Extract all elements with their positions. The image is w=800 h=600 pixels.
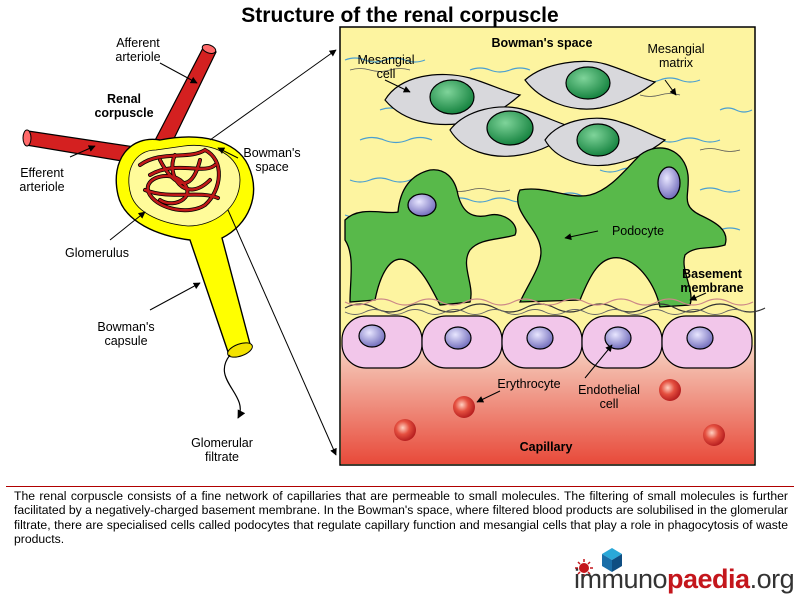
- glomerulus-tuft: [138, 147, 221, 213]
- zoom-lines: [209, 49, 337, 456]
- label-bowmans-space-right: Bowman's space: [491, 36, 593, 50]
- label-endothelial-cell: Endothelial cell: [578, 383, 640, 411]
- erythrocytes: [394, 379, 725, 446]
- label-efferent-arteriole: Efferent arteriole: [19, 166, 65, 194]
- label-podocyte: Podocyte: [611, 224, 665, 238]
- caption-text: The renal corpuscle consists of a fine n…: [14, 489, 788, 547]
- mesangial-cells: [384, 60, 667, 167]
- label-mesangial-matrix: Mesangial matrix: [647, 42, 705, 70]
- label-afferent-arteriole: Afferent arteriole: [115, 36, 161, 64]
- label-erythrocyte: Erythrocyte: [497, 377, 561, 391]
- label-glomerular-filtrate: Glomerular filtrate: [191, 436, 253, 464]
- label-renal-corpuscle: Renal corpuscle: [94, 92, 154, 120]
- podocytes: [344, 147, 727, 308]
- immunopaedia-logo[interactable]: immunopaedia.org: [566, 548, 796, 598]
- endothelial-cells: [341, 315, 753, 369]
- left-pointer-arrows: [69, 62, 239, 311]
- label-bowmans-capsule: Bowman's capsule: [97, 320, 155, 348]
- label-basement-membrane: Basement membrane: [680, 267, 744, 295]
- label-glomerulus: Glomerulus: [65, 246, 129, 260]
- right-pointer-arrows: [384, 79, 707, 403]
- label-capillary: Capillary: [519, 440, 573, 454]
- bowmans-capsule-shape: [115, 136, 255, 419]
- diagram-title: Structure of the renal corpuscle: [241, 4, 559, 27]
- magnified-panel: [339, 26, 766, 466]
- label-mesangial-cell: Mesangial cell: [357, 53, 415, 81]
- logo-text: immunopaedia.org: [574, 564, 795, 594]
- basement-membrane: [344, 298, 766, 315]
- caption-divider: [6, 486, 794, 487]
- logo-mark-icon: [575, 548, 622, 576]
- label-bowmans-space-left: Bowman's space: [243, 146, 301, 174]
